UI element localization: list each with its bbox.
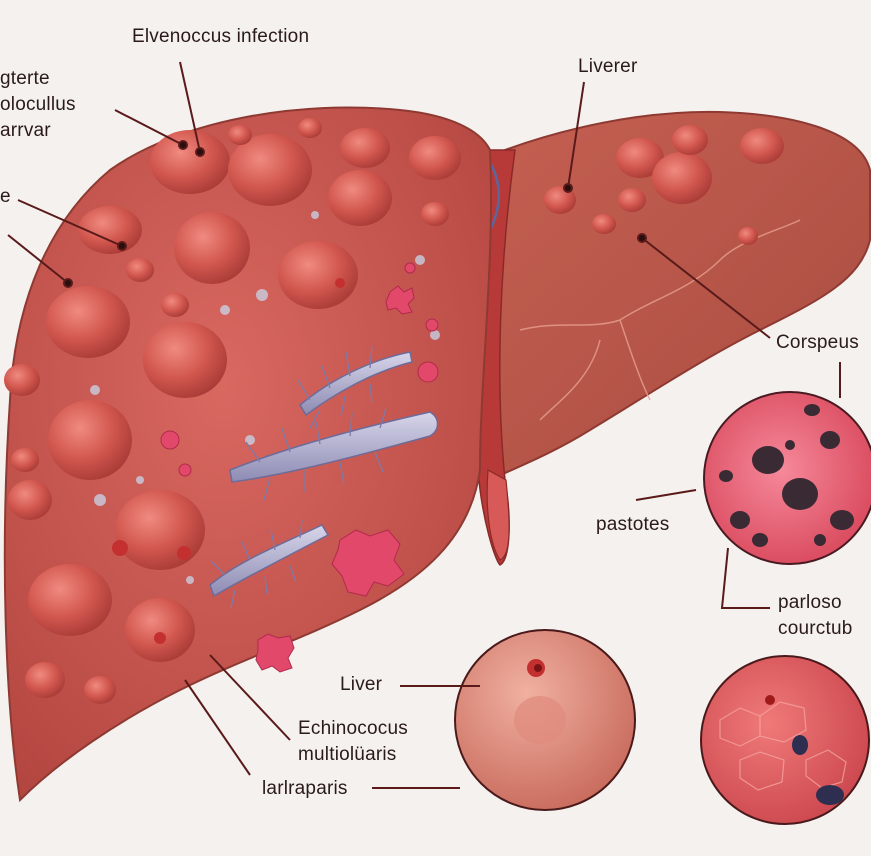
inset-middle-dot-core (534, 664, 542, 672)
label-multiolüaris: multiolüaris (298, 744, 397, 765)
inset-tissue-bottom (700, 655, 870, 825)
liver-right-lobe-veins (519, 219, 801, 421)
label-arrvar: arrvar (0, 120, 51, 141)
label-pastotes: pastotes (596, 514, 670, 535)
label-gterte: gterte (0, 68, 50, 89)
inset-middle-bulge (514, 696, 566, 744)
leader-lines (7, 61, 841, 789)
label-courctub: courctub (778, 618, 853, 639)
label-parloso: parloso (778, 592, 842, 613)
inset-bottom-cavities (765, 695, 844, 805)
tapeworm-larvae (209, 345, 439, 609)
hydatid-cysts (4, 118, 461, 704)
right-lobe-cysts (544, 125, 784, 245)
label-echinococus: Echinococus (298, 718, 408, 739)
label-corspeus: Corspeus (776, 332, 859, 353)
label-liverer: Liverer (578, 56, 638, 77)
label-elvenoccus-infection: Elvenoccus infection (132, 26, 310, 47)
inset-top-pores (719, 404, 854, 547)
fluid-bubbles (90, 211, 440, 584)
protoscolex-clusters (160, 262, 439, 673)
inset-bottom-cells (719, 701, 847, 791)
label-olocullus: olocullus (0, 94, 76, 115)
label-e: e (0, 186, 11, 207)
label-larlraparis: larlraparis (262, 778, 348, 799)
label-liver: Liver (340, 674, 383, 695)
hepatic-vessel (486, 469, 510, 561)
